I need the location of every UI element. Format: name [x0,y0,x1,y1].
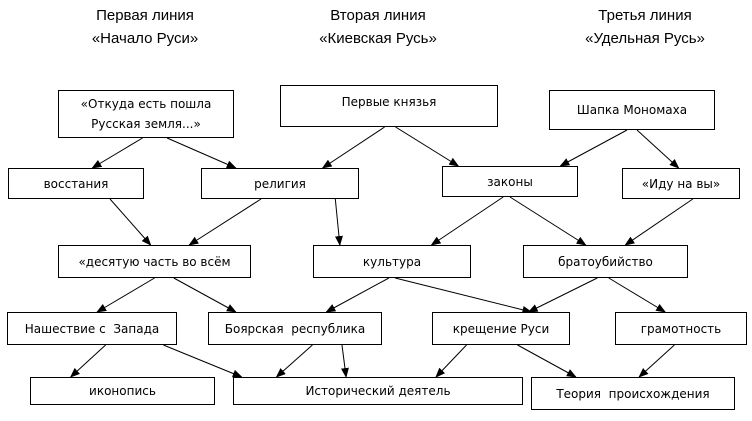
node-label: братоубийство [558,254,653,269]
arrow-kultura-to-kreshchenie [395,277,533,314]
node-ikonopis: иконопись [30,377,215,405]
arrow-zakony-to-kultura [430,196,504,246]
node-idu-na-vy: «Иду на вы» [622,168,740,199]
arrow-shapka-to-idu [636,129,680,169]
node-label: Первые князья [341,95,437,109]
node-label: культура [362,254,422,269]
arrow-bratoubiystvo-to-gramotnost [608,277,667,313]
node-boyarskaya-respublika: Боярская республика [208,312,382,345]
heading-third-line: Третья линия «Удельная Русь» [565,4,725,50]
arrow-nashestvie-to-ikonopis [69,344,106,378]
node-label: крещение Руси [452,321,550,336]
node-nashestvie-s-zapada: Нашествие с Запада [7,312,177,345]
node-vosstaniya: восстания [8,168,144,199]
arrow-idu-to-bratoubiystvo [624,198,694,246]
heading-first-line-title: Первая линия [96,7,194,24]
node-teoriya-proiskhozhdeniya: Теория происхождения [531,377,735,410]
arrow-religiya-to-desyatuyu [188,198,262,246]
arrow-desyatuyu-to-nashestvie [96,277,155,313]
arrow-bratoubiystvo-to-kreshchenie [527,277,598,313]
node-pervye-knyazya: Первые князья [280,85,498,127]
heading-second-line-title: Вторая линия [330,7,426,24]
node-label: Теория происхождения [556,386,710,401]
heading-third-line-title: Третья линия [598,7,692,24]
node-label: восстания [43,176,109,191]
arrow-nashestvie-to-istoricheskiy [163,344,243,378]
node-otkuda-est-poshla: «Откуда есть пошла Русская земля...» [58,90,234,138]
node-label: Шапка Мономаха [576,103,688,117]
node-label: Исторический деятель [305,384,451,398]
node-religiya: религия [201,168,359,199]
arrow-otkuda-to-vosstaniya [91,137,143,169]
node-label: иконопись [89,384,156,398]
node-label: Нашествие с Запада [24,321,160,336]
arrow-pervye_knyazya-to-zakony [395,126,460,167]
heading-third-line-subtitle: «Удельная Русь» [585,30,705,47]
arrow-gramotnost-to-teoriya [638,344,675,378]
node-label: религия [254,176,306,191]
heading-first-line-subtitle: «Начало Руси» [91,30,199,47]
arrow-pervye_knyazya-to-religiya [321,126,385,169]
node-label: «Откуда есть пошла Русская земля...» [80,97,212,131]
node-label: Боярская республика [224,321,366,336]
node-zakony: законы [442,166,578,197]
arrow-kreshchenie-to-istoricheskiy [435,344,467,378]
node-gramotnost: грамотность [615,312,747,345]
arrow-boyarskaya-to-istoricheskiy [275,344,313,378]
arrow-vosstaniya-to-desyatuyu [109,198,152,246]
heading-first-line: Первая линия «Начало Руси» [70,4,220,50]
node-bratoubiystvo: братоубийство [523,245,688,278]
heading-second-line-subtitle: «Киевская Русь» [319,30,437,47]
arrow-otkuda-to-religiya [166,137,237,169]
arrow-religiya-to-kultura [334,198,343,246]
node-label: законы [487,174,533,189]
node-shapka-monomakha: Шапка Мономаха [549,90,715,130]
arrow-boyarskaya-to-istoricheskiy [340,344,349,378]
node-label: грамотность [640,321,722,336]
node-istoricheskiy-deyatel: Исторический деятель [233,377,523,405]
node-label: «Иду на вы» [641,176,721,191]
arrow-desyatuyu-to-boyarskaya [173,277,237,313]
node-kultura: культура [313,245,471,278]
node-desyatuyu-chast: «десятую часть во всём [58,245,251,278]
node-label: «десятую часть во всём [78,254,231,269]
arrow-kreshchenie-to-teoriya [517,344,577,378]
heading-second-line: Вторая линия «Киевская Русь» [298,4,458,50]
arrow-zakony-to-bratoubiystvo [509,196,587,246]
arrow-kultura-to-boyarskaya [325,277,390,313]
arrow-shapka-to-zakony [559,129,628,167]
node-kreshchenie-rusi: крещение Руси [432,312,570,345]
